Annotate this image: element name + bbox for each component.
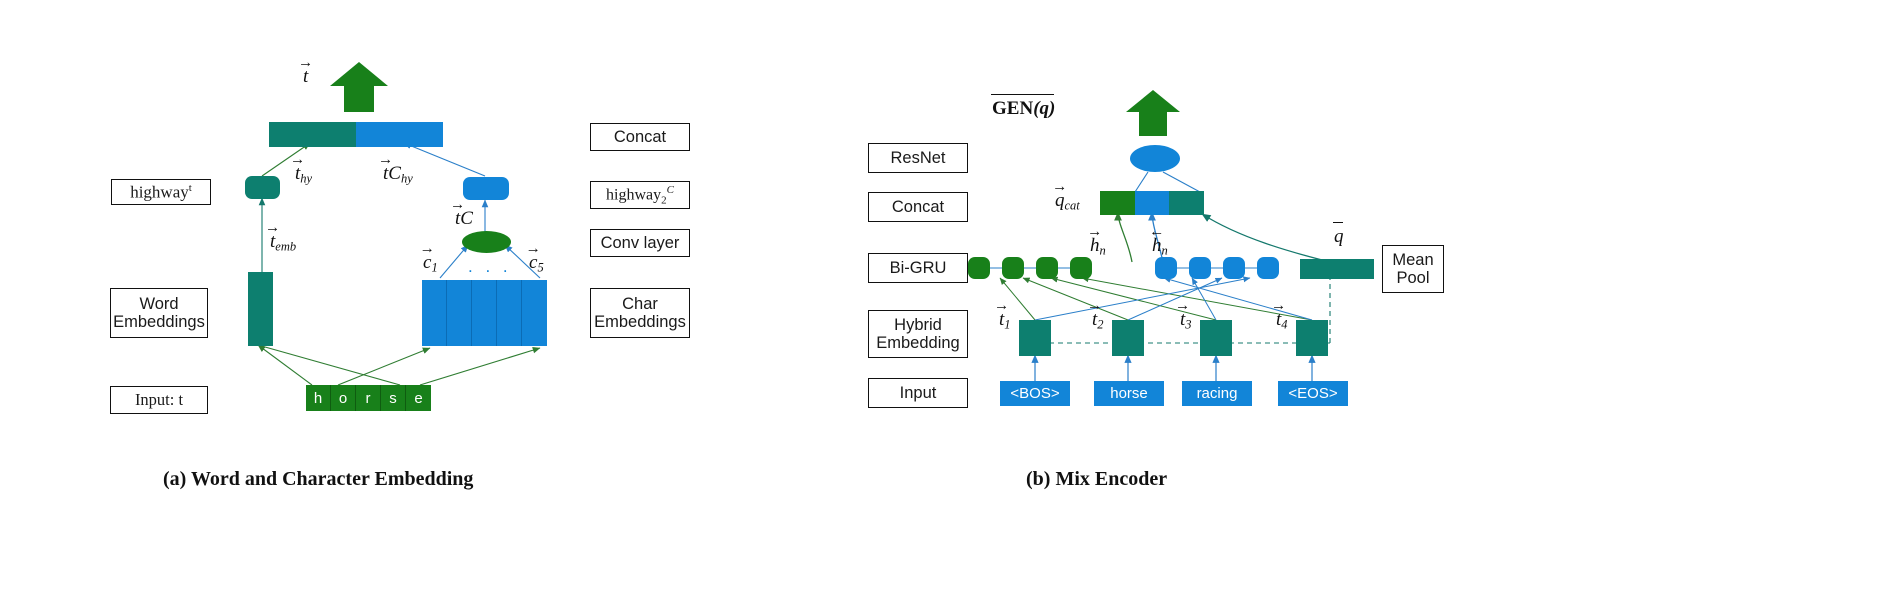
char-cell: r (356, 385, 381, 411)
label-concat-a: Concat (590, 123, 690, 151)
highway-word-block (245, 176, 280, 199)
char-embeddings-line2: Embeddings (594, 313, 686, 331)
word-embeddings-line1: Word (139, 294, 179, 313)
label-resnet: ResNet (868, 143, 968, 173)
input-token: <BOS> (1000, 381, 1070, 406)
label-input-t: Input: t (110, 386, 208, 414)
label-highway-t: highwayt (111, 179, 211, 205)
conv-layer-ellipse (462, 231, 511, 253)
concat-segment-forward (1100, 191, 1135, 215)
label-gen-q: GEN(q) (990, 93, 1056, 119)
label-tc: tC (455, 208, 473, 230)
mean-pool-line2: Pool (1396, 269, 1430, 287)
hybrid-embedding-block (1112, 320, 1144, 356)
gru-backward-unit (1223, 257, 1245, 279)
highway-t-text: highwayt (130, 182, 192, 202)
char-cell: o (331, 385, 356, 411)
concat-bar-word-half (269, 122, 356, 147)
label-char-embeddings: Char Embeddings (590, 288, 690, 338)
hybrid-embedding-block (1200, 320, 1232, 356)
label-q-bar: q (1333, 221, 1344, 247)
label-t-vector: t (303, 66, 308, 88)
concat-bar-b (1100, 191, 1204, 215)
word-embeddings-line2: Embeddings (113, 313, 205, 331)
char-cell: h (306, 385, 331, 411)
char-embeddings-line1: Char (622, 294, 658, 313)
hybrid-embedding-block (1019, 320, 1051, 356)
resnet-text: ResNet (890, 148, 946, 167)
caption-panel-a: (a) Word and Character Embedding (163, 468, 474, 490)
concat-b-text: Concat (891, 197, 945, 216)
label-t1: t1 (999, 309, 1011, 333)
label-tc-hy: tChy (383, 163, 413, 187)
hybrid-embedding-line2: Embedding (876, 334, 960, 352)
label-conv-layer: Conv layer (590, 229, 690, 257)
caption-panel-b: (b) Mix Encoder (1026, 468, 1168, 490)
gru-forward-unit (968, 257, 990, 279)
input-token: horse (1094, 381, 1164, 406)
label-hybrid-embedding: Hybrid Embedding (868, 310, 968, 358)
gru-backward-unit (1257, 257, 1279, 279)
input-characters-row: h o r s e (306, 385, 431, 411)
highway-char-block (463, 177, 509, 200)
label-c1: c1 (423, 252, 438, 276)
gru-forward-unit (1070, 257, 1092, 279)
label-mean-pool: Mean Pool (1382, 245, 1444, 293)
input-b-text: Input (899, 383, 937, 402)
concat-segment-backward (1135, 191, 1169, 215)
bi-gru-text: Bi-GRU (889, 258, 947, 277)
label-t-hy: thy (295, 163, 312, 187)
gru-backward-unit (1189, 257, 1211, 279)
label-h-n-backward: hn (1152, 235, 1168, 259)
input-token: racing (1182, 381, 1252, 406)
label-concat-b: Concat (868, 192, 968, 222)
gru-backward-unit (1155, 257, 1177, 279)
output-arrow-a (330, 62, 388, 112)
output-arrow-b (1126, 90, 1180, 136)
mean-pool-line1: Mean (1392, 250, 1434, 269)
label-c5: c5 (529, 252, 544, 276)
char-embedding-matrix (422, 280, 547, 346)
char-cell: e (406, 385, 431, 411)
word-embedding-block (248, 272, 273, 346)
gru-forward-unit (1002, 257, 1024, 279)
label-bi-gru: Bi-GRU (868, 253, 968, 283)
hybrid-embedding-line1: Hybrid (894, 315, 942, 334)
label-input-b: Input (868, 378, 968, 408)
label-t-emb: temb (270, 231, 296, 255)
ellipsis-chars: . . . (468, 257, 512, 276)
label-t3: t3 (1180, 309, 1192, 333)
mean-pool-bar (1300, 259, 1374, 279)
resnet-ellipse (1130, 145, 1180, 172)
label-highway-2c: highway2C (590, 181, 690, 209)
gru-forward-unit (1036, 257, 1058, 279)
label-q-cat: qcat (1055, 190, 1080, 214)
concat-a-text: Concat (613, 127, 667, 146)
input-token: <EOS> (1278, 381, 1348, 406)
label-t2: t2 (1092, 309, 1104, 333)
label-word-embeddings: Word Embeddings (110, 288, 208, 338)
conv-layer-text: Conv layer (600, 233, 680, 252)
char-cell: s (381, 385, 406, 411)
concat-bar-char-half (356, 122, 443, 147)
input-t-text: Input: t (134, 389, 184, 409)
label-h-n-forward: hn (1090, 235, 1106, 259)
hybrid-embedding-block (1296, 320, 1328, 356)
highway-2c-text: highway2C (606, 183, 674, 207)
label-t4: t4 (1276, 309, 1288, 333)
concat-segment-mean (1169, 191, 1204, 215)
